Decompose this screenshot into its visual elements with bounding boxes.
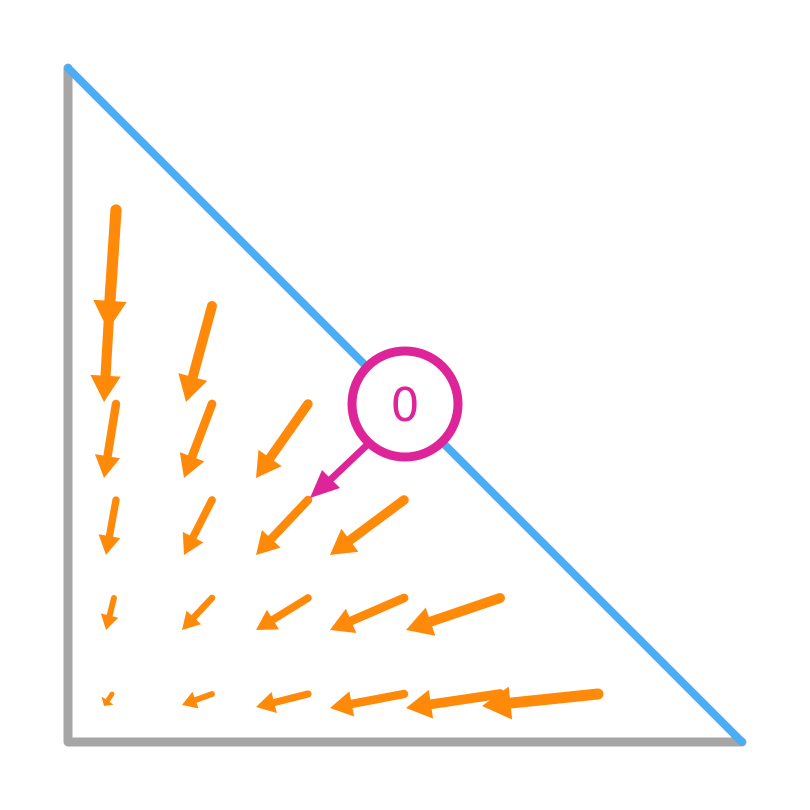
field-arrow-head [182,691,199,709]
field-arrow-shaft [191,691,215,704]
field-arrow [406,689,505,719]
field-arrow-shaft [266,495,313,544]
field-arrow-shaft [187,301,217,383]
field-arrow [182,594,216,630]
field-arrow [94,399,121,478]
field-arrow-shaft [346,689,409,709]
field-arrow-shaft [424,593,505,627]
field-arrow-head [482,686,513,720]
field-arrow [482,686,604,720]
field-arrow-shaft [503,688,604,709]
field-arrow [182,496,216,555]
node-arrow-stem [324,442,370,486]
field-arrow-head [182,610,202,630]
node-circle [347,346,463,462]
field-arrow-shaft [345,593,409,626]
field-arrow [100,595,119,630]
node-zero: 0 [310,346,463,498]
field-arrow-shaft [104,204,122,308]
field-arrow-head [330,608,357,634]
field-arrow-head [90,374,121,402]
field-arrow-head [178,373,208,402]
field-arrow-shaft [187,399,217,463]
field-arrow-head [98,534,121,555]
field-arrow-head [100,613,119,630]
field-arrow-head [256,691,277,713]
field-arrow [182,691,215,709]
field-arrow-head [330,528,359,555]
field-arrow [179,399,217,478]
field-arrow [256,399,313,478]
field-arrow-head [256,609,279,630]
field-arrow-head [101,696,114,706]
field-arrow [256,690,312,713]
field-arrow-shaft [264,399,313,464]
field-arrow-shaft [106,595,117,620]
field-arrow-head [179,452,205,478]
field-arrow [256,594,312,630]
field-arrow [178,301,217,402]
field-arrow-head [330,691,355,717]
field-arrow-head [94,454,121,478]
field-arrow-head [182,531,204,555]
field-arrow [330,689,409,717]
field-arrow [101,691,115,706]
field-arrow-shaft [344,495,409,546]
field-arrow-shaft [268,594,312,624]
field-arrow-head [256,530,281,555]
field-arrow-head [406,607,436,636]
field-arrow-shaft [425,689,505,710]
triangle-legs [63,63,747,747]
node-arrow-head [310,470,340,498]
field-arrow-shaft [105,496,120,541]
field-arrow-shaft [269,690,312,707]
field-arrow-shaft [100,294,116,382]
field-arrow-head [406,689,434,719]
node-label: 0 [390,378,419,432]
field-arrow-shaft [103,399,121,462]
field-arrow-shaft [188,496,216,542]
field-arrow [256,495,313,555]
field-arrow-shaft [104,691,115,704]
field-arrow [98,496,121,555]
vector-field [90,204,604,720]
field-arrow-shaft [189,594,216,622]
field-arrow-head [256,449,282,478]
field-arrow [330,593,409,634]
field-arrow [330,495,409,555]
field-arrow [406,593,505,636]
field-arrow [90,294,121,402]
